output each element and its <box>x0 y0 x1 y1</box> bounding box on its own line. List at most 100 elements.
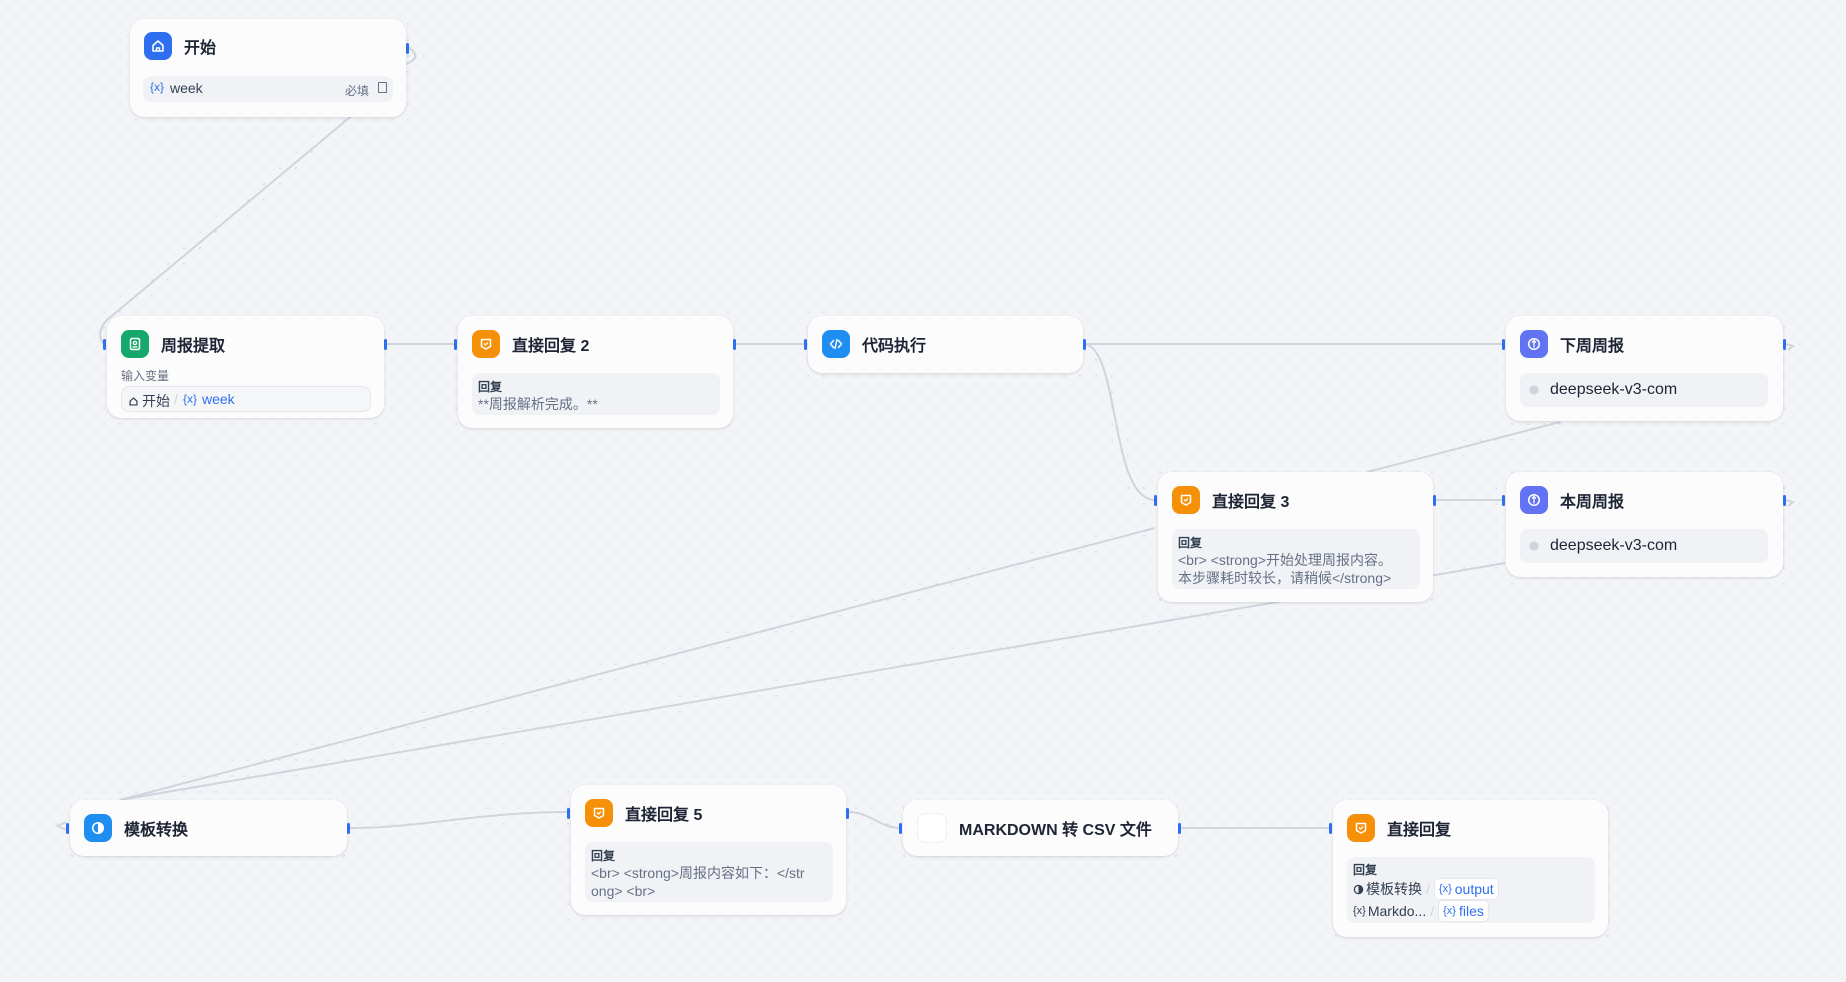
template-icon <box>1353 884 1364 894</box>
output-handle[interactable] <box>1783 495 1786 506</box>
input-variable-label: 输入变量 <box>121 369 170 383</box>
ref-node-name: 模板转换 <box>1366 881 1422 897</box>
edge-thisweek-out <box>1785 499 1796 507</box>
reply-icon <box>1172 486 1200 514</box>
node-reply-final[interactable]: 直接回复 回复 模板转换 / {x} output {x} Markdo... … <box>1329 800 1608 937</box>
llm-icon <box>1520 330 1548 358</box>
cube-icon <box>1529 385 1539 395</box>
node-markdown-to-csv[interactable]: MARKDOWN 转 CSV 文件 <box>899 800 1181 856</box>
model-selector[interactable]: deepseek-v3-com <box>1520 529 1768 563</box>
home-icon <box>144 32 172 60</box>
reply-content: 回复 <br> <strong>开始处理周报内容。 本步骤耗时较长，请稍候</s… <box>1172 529 1420 589</box>
ref-chip-markdown[interactable]: {x} Markdo... / <box>1353 901 1438 921</box>
tool-icon <box>917 813 947 843</box>
input-variable-ref[interactable]: 开始 / {x} week <box>121 386 371 412</box>
node-title: 下周周报 <box>1560 338 1625 355</box>
node-reply-3[interactable]: 直接回复 3 回复 <br> <strong>开始处理周报内容。 本步骤耗时较长… <box>1154 472 1436 602</box>
input-handle[interactable] <box>1329 823 1332 834</box>
input-handle[interactable] <box>103 339 106 350</box>
output-handle[interactable] <box>347 823 350 834</box>
input-handle[interactable] <box>567 808 570 819</box>
document-icon <box>378 82 387 93</box>
reply-icon <box>472 330 500 358</box>
variable-icon: {x} <box>183 392 198 406</box>
input-handle[interactable] <box>1502 339 1505 350</box>
node-this-week-report[interactable]: 本周周报 deepseek-v3-com <box>1502 472 1786 577</box>
reply-label: 回复 <box>1353 863 1378 877</box>
ref-node-name: Markdo... <box>1367 903 1427 919</box>
reply-label: 回复 <box>591 849 616 863</box>
output-handle[interactable] <box>406 43 409 54</box>
edge-thisweek-to-template <box>119 562 1506 801</box>
node-title: 直接回复 5 <box>625 807 703 824</box>
separator: / <box>174 391 178 407</box>
edge-nextweek-out <box>1785 343 1796 351</box>
ref-chip-files[interactable]: {x} files <box>1438 900 1489 922</box>
input-handle[interactable] <box>66 823 69 834</box>
input-handle[interactable] <box>804 339 807 350</box>
output-handle[interactable] <box>384 339 387 350</box>
code-icon <box>822 330 850 358</box>
edge-code-to-reply3 <box>1084 343 1156 501</box>
edge-template-in <box>55 821 67 831</box>
output-handle[interactable] <box>1178 823 1181 834</box>
node-title: MARKDOWN 转 CSV 文件 <box>959 822 1152 839</box>
input-handle[interactable] <box>899 823 902 834</box>
reply-text-line-1: <br> <strong>周报内容如下：</str <box>591 865 805 881</box>
document-extract-icon <box>121 330 149 358</box>
edge-nextweek-to-template <box>1366 421 1561 473</box>
input-handle[interactable] <box>1154 495 1157 506</box>
edge-reply5-to-mdcsv <box>847 811 901 829</box>
ref-chip-template[interactable]: 模板转换 / <box>1353 879 1434 899</box>
edge-reply3-to-template <box>119 527 1156 801</box>
node-next-week-report[interactable]: 下周周报 deepseek-v3-com <box>1502 316 1786 421</box>
required-label: 必填 <box>344 84 369 98</box>
model-name: deepseek-v3-com <box>1550 537 1678 554</box>
node-title: 模板转换 <box>124 822 189 839</box>
node-reply-2[interactable]: 直接回复 2 回复 **周报解析完成。** <box>454 316 736 428</box>
start-variable-row[interactable]: {x} week 必填 <box>143 76 393 102</box>
ref-chip-output[interactable]: {x} output <box>1433 878 1499 900</box>
reply-content: 回复 **周报解析完成。** <box>472 373 720 415</box>
variable-icon: {x} <box>1443 905 1456 917</box>
reply-text-line-2: ong> <br> <box>591 883 656 899</box>
variable-icon: {x} <box>1438 883 1452 895</box>
reply-ref-row-2: {x} Markdo... / {x} files <box>1353 900 1589 922</box>
node-title: 直接回复 2 <box>512 338 590 355</box>
node-title: 周报提取 <box>161 338 226 355</box>
node-title: 直接回复 3 <box>1212 494 1290 511</box>
output-handle[interactable] <box>846 808 849 819</box>
node-title: 代码执行 <box>862 338 927 355</box>
edge-template-to-reply5 <box>349 811 569 829</box>
output-handle[interactable] <box>1433 495 1436 506</box>
reply-text: **周报解析完成。** <box>478 396 598 412</box>
node-title: 开始 <box>184 40 217 57</box>
node-weekly-extract[interactable]: 周报提取 输入变量 开始 / {x} week <box>103 316 387 418</box>
reply-text-line-2: 本步骤耗时较长，请稍候</strong> <box>1178 570 1392 586</box>
node-reply-5[interactable]: 直接回复 5 回复 <br> <strong>周报内容如下：</str ong>… <box>567 785 849 915</box>
node-title: 直接回复 <box>1387 822 1452 839</box>
output-handle[interactable] <box>1083 339 1086 350</box>
separator: / <box>1430 903 1435 919</box>
template-icon <box>84 814 112 842</box>
reply-label: 回复 <box>1178 536 1203 550</box>
node-start[interactable]: 开始 {x} week 必填 <box>130 19 409 117</box>
reply-icon <box>585 799 613 827</box>
output-handle[interactable] <box>733 339 736 350</box>
input-handle[interactable] <box>454 339 457 350</box>
node-code-exec[interactable]: 代码执行 <box>804 316 1086 373</box>
variable-name: week <box>170 80 203 96</box>
cube-icon <box>1529 541 1539 551</box>
input-handle[interactable] <box>1502 495 1505 506</box>
ref-variable-name: output <box>1454 881 1494 897</box>
model-selector[interactable]: deepseek-v3-com <box>1520 373 1768 407</box>
reply-ref-row-1: 模板转换 / {x} output <box>1353 878 1589 900</box>
output-handle[interactable] <box>1783 339 1786 350</box>
reply-text-line-1: <br> <strong>开始处理周报内容。 <box>1178 552 1392 568</box>
node-title: 本周周报 <box>1560 494 1625 511</box>
variable-icon: {x} <box>150 80 165 94</box>
ref-variable-name: files <box>1458 903 1484 919</box>
node-template-transform[interactable]: 模板转换 <box>66 800 350 856</box>
separator: / <box>1426 881 1430 897</box>
